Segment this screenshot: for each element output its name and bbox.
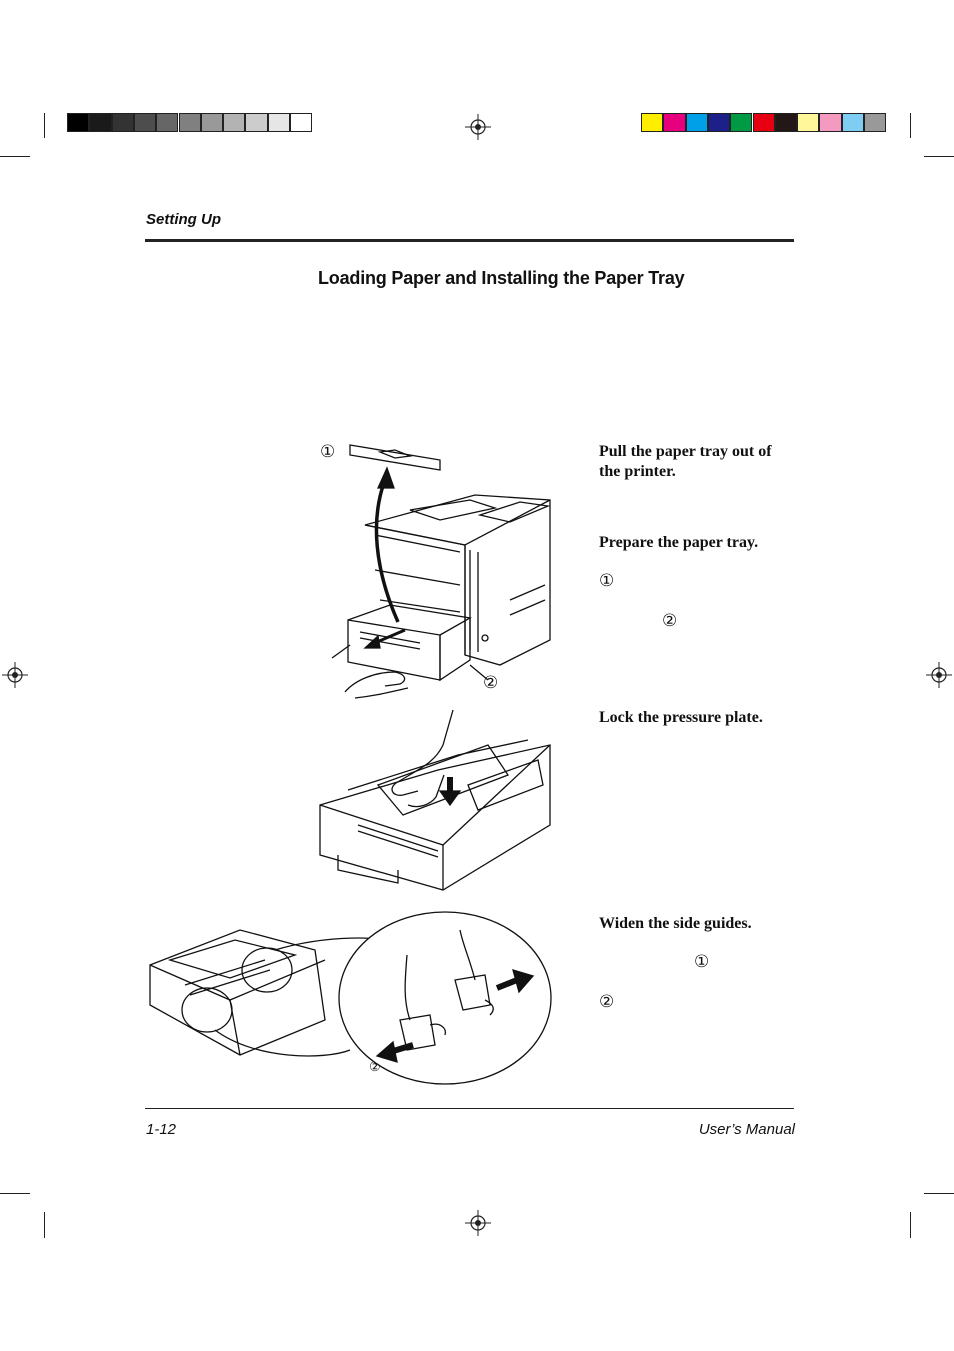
header-rule: [145, 239, 794, 242]
step-2-marker-2: ②: [662, 611, 678, 630]
color-swatch: [133, 113, 157, 132]
color-swatch: [641, 113, 664, 132]
color-swatch: [685, 113, 708, 132]
color-swatch: [864, 113, 887, 132]
step-1-text: Pull the paper tray out of the printer.: [599, 443, 772, 480]
crop-mark: [0, 1193, 30, 1194]
color-swatch: [841, 113, 864, 132]
color-swatch: [752, 113, 775, 132]
manual-name: User’s Manual: [698, 1121, 795, 1138]
figure-3-label-d: ②: [369, 1059, 381, 1074]
color-swatch: [178, 113, 201, 132]
color-swatch: [245, 113, 268, 132]
page-number: 1-12: [146, 1121, 177, 1138]
figure-1-label-2: ②: [483, 673, 499, 692]
registration-target-icon: [2, 662, 28, 688]
step-2-text: Prepare the paper tray.: [599, 534, 759, 551]
step-3-text: Lock the pressure plate.: [599, 709, 763, 726]
color-swatch: [797, 113, 820, 132]
color-swatch: [67, 113, 90, 132]
step-4-marker-2: ②: [599, 992, 615, 1011]
step-4-marker-1: ①: [694, 952, 710, 971]
pressure-plate-illustration: [319, 709, 551, 891]
step-2-marker-1: ①: [599, 571, 615, 590]
color-swatch: [89, 113, 112, 132]
side-guides-illustration: [149, 911, 552, 1085]
figure-1-label-1: ①: [320, 442, 336, 461]
crop-mark: [924, 1193, 954, 1194]
registration-target-icon: [465, 114, 491, 140]
registration-target-icon: [926, 662, 952, 688]
color-swatch: [663, 113, 686, 132]
crop-mark: [910, 113, 911, 138]
crop-mark: [924, 156, 954, 157]
section-title: Loading Paper and Installing the Paper T…: [318, 268, 685, 288]
color-swatch: [200, 113, 224, 132]
crop-mark: [0, 156, 30, 157]
registration-target-icon: [465, 1210, 491, 1236]
color-swatch: [267, 113, 290, 132]
color-swatch: [223, 113, 246, 132]
printer-tray-illustration: [331, 444, 551, 699]
color-swatch: [819, 113, 842, 132]
crop-mark: [910, 1212, 911, 1238]
crop-mark: [44, 1212, 45, 1238]
color-swatch: [156, 113, 179, 132]
color-swatch: [707, 113, 731, 132]
footer-rule: [145, 1108, 794, 1109]
color-swatch: [730, 113, 753, 132]
color-swatch: [290, 113, 313, 132]
running-header: Setting Up: [146, 211, 221, 228]
color-swatch: [774, 113, 798, 132]
crop-mark: [44, 113, 45, 138]
step-4-text: Widen the side guides.: [599, 915, 752, 932]
color-swatch: [111, 113, 134, 132]
